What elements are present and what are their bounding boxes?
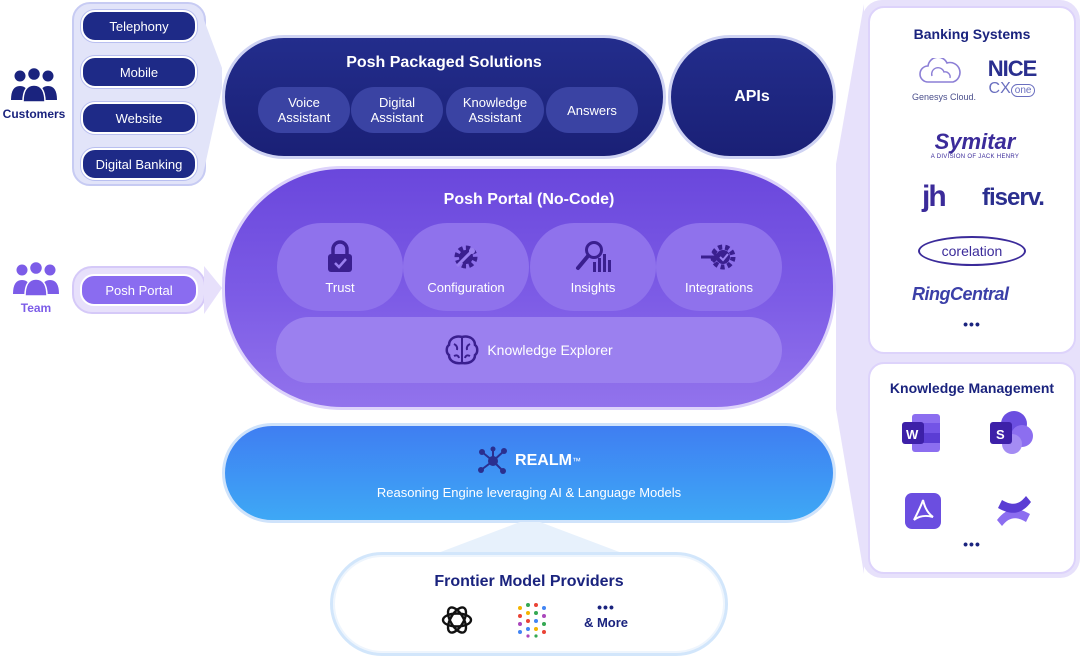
genesys-cloud-icon: [919, 58, 961, 83]
symitar-label: Symitar: [934, 129, 1016, 154]
acrobat-pdf-icon: [905, 493, 941, 529]
knowledge-more-dots: •••: [963, 536, 981, 552]
frontier-model-providers: Frontier Model Providers ••• & More: [330, 552, 728, 656]
symitar-logo: Symitar A DIVISION OF JACK HENRY: [920, 130, 1030, 170]
cxone-text: one: [1010, 84, 1036, 97]
solution-voice-assistant[interactable]: Voice Assistant: [258, 87, 350, 133]
team-connector-arrow: [204, 266, 222, 314]
portal-title: Posh Portal (No-Code): [443, 191, 615, 208]
solution-answers[interactable]: Answers: [546, 87, 638, 133]
frontier-more: ••• & More: [571, 599, 641, 630]
network-icon: [478, 446, 508, 474]
symitar-sub-label: A DIVISION OF JACK HENRY: [930, 154, 1020, 160]
knowledge-management-card: Knowledge Management W S •••: [868, 362, 1076, 574]
insights-label: Insights: [570, 279, 616, 295]
apis-block[interactable]: APIs: [668, 35, 836, 159]
insights-icon: [576, 240, 611, 272]
portal-trust[interactable]: Trust: [277, 223, 403, 311]
portal-configuration[interactable]: Configuration: [403, 223, 529, 311]
lock-icon: [328, 239, 352, 272]
word-icon: [902, 414, 940, 452]
channels-connector-arrow: [204, 20, 222, 170]
customer-channels-panel: Telephony Mobile Website Digital Banking: [72, 2, 206, 186]
genesys-label: Genesys Cloud.: [911, 92, 977, 102]
solution-digital-assistant-label: Digital Assistant: [370, 95, 424, 125]
frontier-more-label: & More: [583, 615, 629, 630]
frontier-title: Frontier Model Providers: [434, 573, 624, 590]
customers-icon: [11, 68, 57, 102]
knowledge-explorer[interactable]: Knowledge Explorer: [276, 317, 782, 383]
banking-more-dots: •••: [963, 316, 981, 332]
team-label: Team: [20, 301, 52, 315]
genesys-logo: Genesys Cloud.: [906, 58, 976, 104]
knowledge-management-title: Knowledge Management: [889, 380, 1055, 396]
right-connector: [836, 4, 864, 574]
brain-icon: [445, 335, 479, 365]
customers-persona: Customers: [0, 68, 68, 124]
realm-subtitle: Reasoning Engine leveraging AI & Languag…: [376, 485, 682, 500]
gear-icon: [454, 245, 478, 268]
corelation-label: corelation: [941, 243, 1003, 259]
ringcentral-logo: RingCentral: [912, 284, 1009, 304]
team-icon: [13, 262, 59, 296]
customers-label: Customers: [2, 107, 66, 121]
channel-telephony[interactable]: Telephony: [81, 10, 197, 42]
configuration-label: Configuration: [427, 279, 505, 295]
meta-llama-dots-icon: [518, 603, 546, 638]
realm-trademark: ™: [571, 456, 581, 466]
channel-mobile[interactable]: Mobile: [81, 56, 197, 88]
trust-label: Trust: [325, 279, 355, 295]
corelation-logo: corelation: [918, 236, 1026, 266]
realm-title: REALM: [515, 452, 572, 469]
frontier-connector: [430, 522, 630, 556]
openai-icon: [441, 606, 473, 634]
sharepoint-icon: [990, 411, 1033, 454]
integrations-label: Integrations: [685, 279, 753, 295]
solution-knowledge-assistant-label: Knowledge Assistant: [462, 95, 528, 125]
portal-integrations[interactable]: Integrations: [656, 223, 782, 311]
solution-knowledge-assistant[interactable]: Knowledge Assistant: [446, 87, 544, 133]
solution-voice-assistant-label: Voice Assistant: [277, 95, 331, 125]
cx-text: CX: [988, 80, 1011, 97]
solution-answers-label: Answers: [567, 102, 617, 118]
channel-website[interactable]: Website: [81, 102, 197, 134]
fiserv-logo: fiserv.: [982, 184, 1045, 211]
portal-insights[interactable]: Insights: [530, 223, 656, 311]
sharepoint-icon-letter: S: [996, 427, 1005, 442]
channel-posh-portal[interactable]: Posh Portal: [80, 274, 198, 306]
jack-henry-logo: jh: [922, 180, 947, 213]
integrations-gear-icon: [701, 244, 736, 269]
banking-systems-title: Banking Systems: [913, 26, 1031, 42]
confluence-icon: [997, 496, 1031, 526]
nice-label: NICE: [987, 56, 1038, 81]
team-channel-panel: Posh Portal: [72, 266, 206, 314]
knowledge-explorer-label: Knowledge Explorer: [487, 342, 613, 358]
frontier-more-dots: •••: [597, 599, 615, 615]
channel-digital-banking[interactable]: Digital Banking: [81, 148, 197, 180]
posh-packaged-solutions: Posh Packaged Solutions Voice Assistant …: [222, 35, 666, 159]
word-icon-letter: W: [906, 427, 919, 442]
solution-digital-assistant[interactable]: Digital Assistant: [351, 87, 443, 133]
team-persona: Team: [4, 262, 68, 318]
packaged-title: Posh Packaged Solutions: [346, 54, 542, 71]
